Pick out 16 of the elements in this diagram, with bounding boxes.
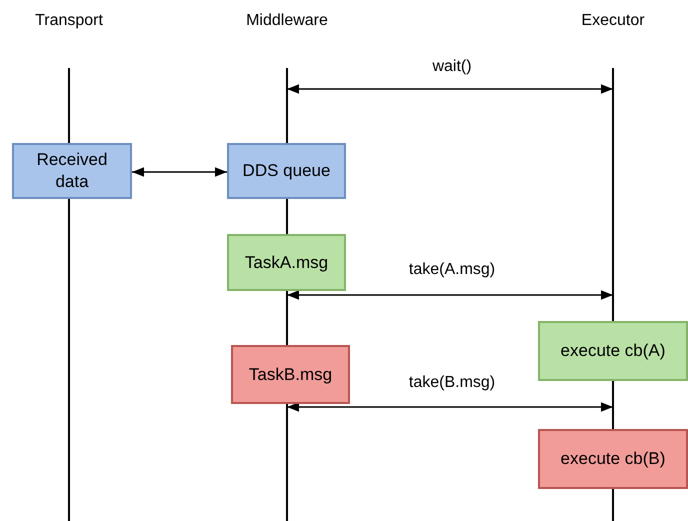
- edge-label: wait(): [430, 58, 474, 76]
- process-box: DDS queue: [227, 143, 346, 199]
- lifeline-title: Middleware: [246, 12, 328, 30]
- lifeline-title: Transport: [35, 12, 103, 30]
- lifeline-title: Executor: [581, 12, 645, 30]
- process-box: execute cb(B): [538, 429, 688, 489]
- process-box: execute cb(A): [538, 321, 688, 381]
- arrow: [287, 402, 613, 412]
- process-box: Received data: [12, 143, 132, 199]
- process-box: TaskB.msg: [231, 345, 350, 404]
- edge-label: take(B.msg): [406, 374, 498, 392]
- arrow: [287, 290, 613, 300]
- process-box: TaskA.msg: [227, 234, 346, 291]
- arrow: [287, 84, 613, 94]
- edge-label: take(A.msg): [406, 261, 498, 279]
- arrow: [132, 167, 227, 177]
